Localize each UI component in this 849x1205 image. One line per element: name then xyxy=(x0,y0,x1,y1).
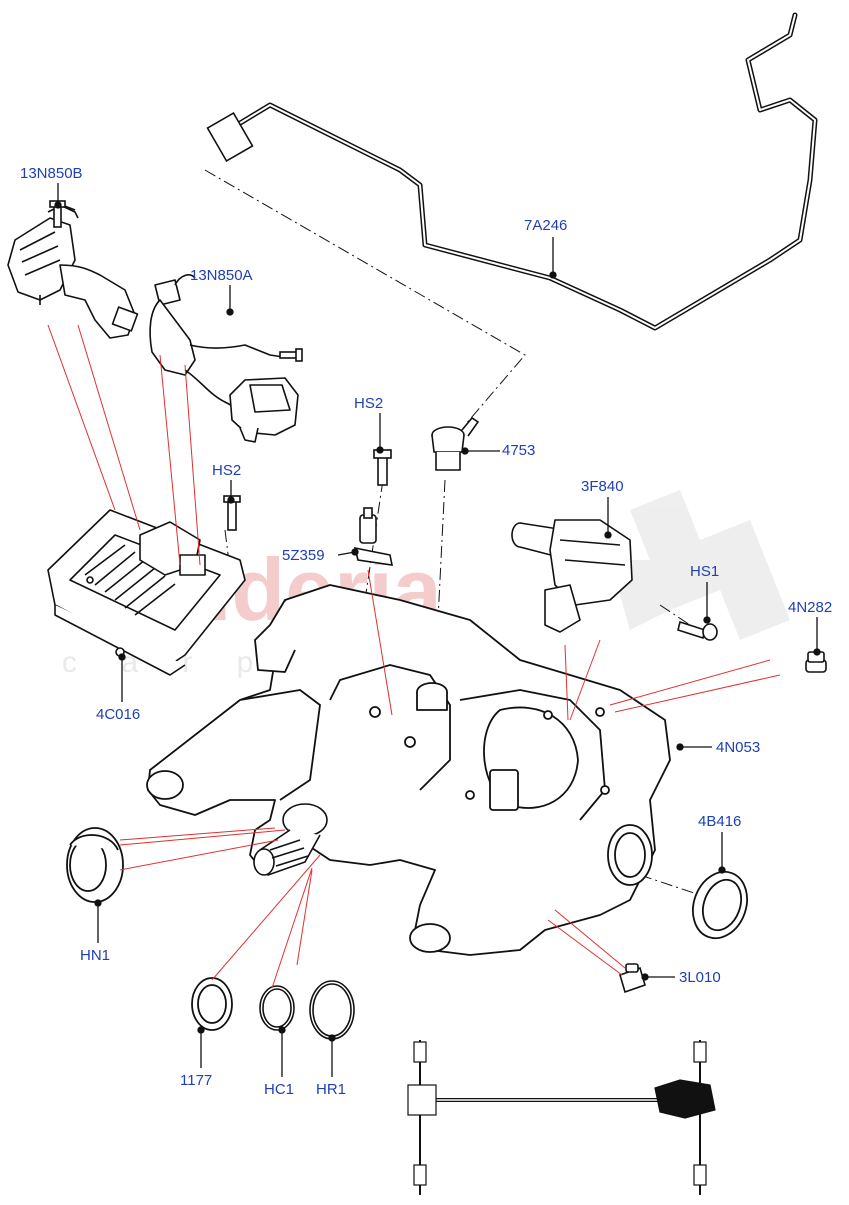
callout-13N850A: 13N850A xyxy=(190,267,253,284)
dash-dot-line-4b416 xyxy=(639,874,701,896)
callout-5Z359: 5Z359 xyxy=(282,547,325,564)
driveline-thumbnail xyxy=(407,1040,716,1195)
red-leaders xyxy=(47,324,781,989)
callout-13N850B: 13N850B xyxy=(20,165,83,182)
checkered-flag-graphic xyxy=(610,490,790,640)
tube-end-fitting xyxy=(206,111,254,163)
actuator-3F840 xyxy=(511,519,633,633)
callout-4N053: 4N053 xyxy=(716,739,761,756)
control-module-4C016 xyxy=(47,509,246,676)
harness-13N850B xyxy=(7,204,139,339)
callout-HN1: HN1 xyxy=(80,947,111,964)
callout-3F840: 3F840 xyxy=(581,478,624,495)
seal-4B416 xyxy=(692,870,748,940)
callout-1177: 1177 xyxy=(180,1072,213,1089)
callout-3L010: 3L010 xyxy=(679,969,721,986)
bolt-hs2-center xyxy=(373,449,392,486)
callout-HS2-left: HS2 xyxy=(212,462,242,479)
differential-housing-4N053 xyxy=(146,584,671,956)
callout-HR1: HR1 xyxy=(316,1081,347,1098)
dash-dot-line-tube xyxy=(204,169,526,426)
breather-4753 xyxy=(431,416,480,471)
ring-HR1 xyxy=(309,980,355,1040)
callout-HS2-center: HS2 xyxy=(354,395,384,412)
tube-7A246 xyxy=(229,12,818,331)
sensor-5Z359 xyxy=(353,507,394,566)
callout-4B416: 4B416 xyxy=(698,813,742,830)
bolt-13N850A xyxy=(279,348,303,362)
callout-4N282: 4N282 xyxy=(788,599,833,616)
output-shaft-left xyxy=(253,803,328,877)
plug-3L010 xyxy=(619,963,646,994)
callout-HS1: HS1 xyxy=(690,563,720,580)
callout-leaders xyxy=(54,183,821,1077)
callout-HC1: HC1 xyxy=(264,1081,295,1098)
ring-1177 xyxy=(191,977,233,1031)
harness-13N850A xyxy=(149,274,299,443)
tube-7A246-inner xyxy=(231,14,816,329)
ring-HC1 xyxy=(259,985,295,1031)
bolt-hs1 xyxy=(677,620,718,641)
callout-4753: 4753 xyxy=(502,442,536,459)
callout-7A246: 7A246 xyxy=(524,217,568,234)
callout-4C016: 4C016 xyxy=(96,706,141,723)
dash-dot-line-hs1 xyxy=(659,604,691,626)
seal-HN1 xyxy=(66,827,124,903)
